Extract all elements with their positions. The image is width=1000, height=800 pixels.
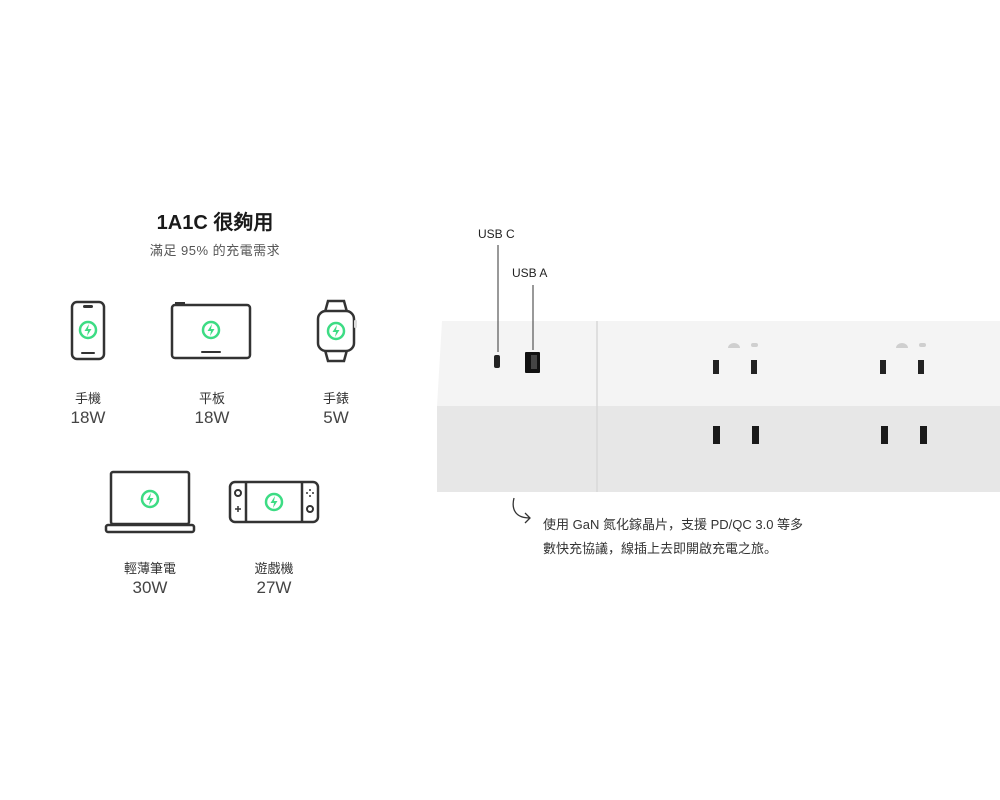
tablet-charging-icon [170, 302, 252, 360]
watch-charging-icon [316, 299, 357, 363]
device-name-tablet: 平板 [198, 391, 225, 406]
section-subtitle: 滿足 95% 的充電需求 [149, 243, 281, 258]
phone-charging-icon [70, 300, 106, 361]
section-title: 1A1C 很夠用 [156, 212, 274, 234]
laptop-charging-icon [104, 470, 196, 534]
device-watt-console: 27W [256, 578, 292, 597]
device-watt-phone: 18W [70, 408, 106, 427]
device-name-watch: 手錶 [322, 391, 349, 406]
usb-c-label: USB C [478, 227, 515, 241]
device-watt-watch: 5W [323, 408, 349, 427]
game-console-charging-icon [228, 480, 320, 524]
device-name-console: 遊戲機 [254, 561, 294, 576]
device-name-laptop: 輕薄筆電 [123, 561, 176, 576]
device-watt-tablet: 18W [194, 408, 230, 427]
usb-a-label: USB A [512, 266, 548, 280]
device-watt-laptop: 30W [132, 578, 168, 597]
feature-description: 使用 GaN 氮化鎵晶片，支援 PD/QC 3.0 等多數快充協議，線插上去即開… [543, 517, 804, 556]
device-name-phone: 手機 [74, 391, 101, 406]
curved-arrow-icon [512, 497, 531, 524]
